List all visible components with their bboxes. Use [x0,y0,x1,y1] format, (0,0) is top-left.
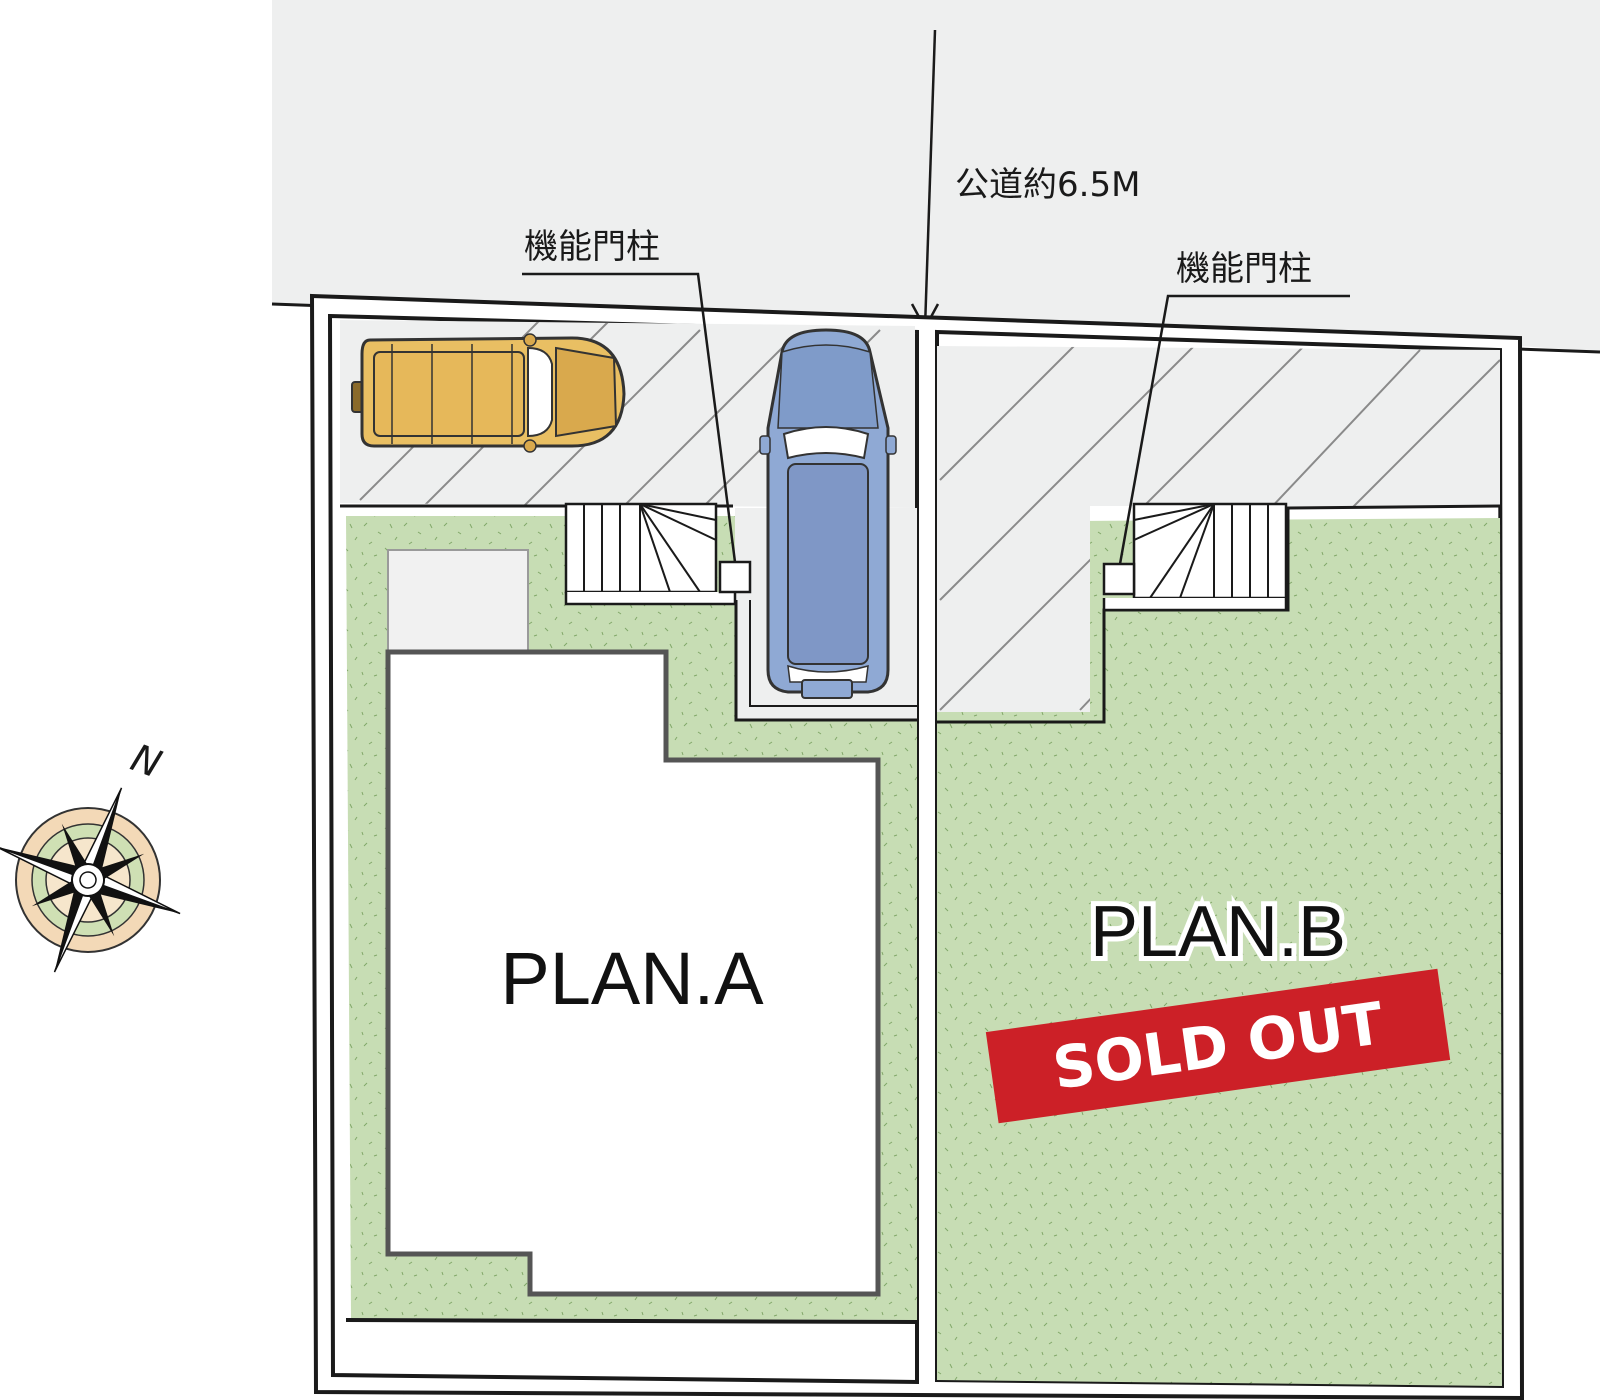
plan-a-gate-post-leader [522,272,737,563]
road-width-leader [923,29,937,329]
road-surface [272,0,1600,352]
compass-north-label: N [125,736,167,787]
car-blue [759,328,897,699]
plan-a-building [385,649,881,1297]
public-road: 公道約6.5M [271,0,1600,354]
sold-out-badge-bg [985,968,1451,1124]
plan-a-entry-steps [564,502,737,606]
compass-rose-icon [0,787,181,973]
plan-b-label: PLAN.B [1090,892,1346,972]
plan-a-gate-post [718,560,752,594]
road-width-label: 公道約6.5M [955,165,1140,205]
plan-b-lot: 機能門柱 PLAN.B SOLD OUT [935,249,1505,1389]
plan-b-gate-post-leader [1118,294,1350,565]
car-yellow [351,333,626,453]
plan-b-entry-steps [1102,502,1288,612]
compass: N [0,736,181,973]
plan-b-garden [937,518,1502,1386]
plan-a-lot: 機能門柱 PLAN.A [327,227,919,1385]
plan-a-gate-post-label: 機能門柱 [524,227,660,267]
plan-a-label: PLAN.A [500,937,764,1020]
plan-a-storage [387,549,529,653]
plan-b-gate-post [1102,562,1136,596]
plan-b-gate-post-label: 機能門柱 [1176,249,1312,289]
